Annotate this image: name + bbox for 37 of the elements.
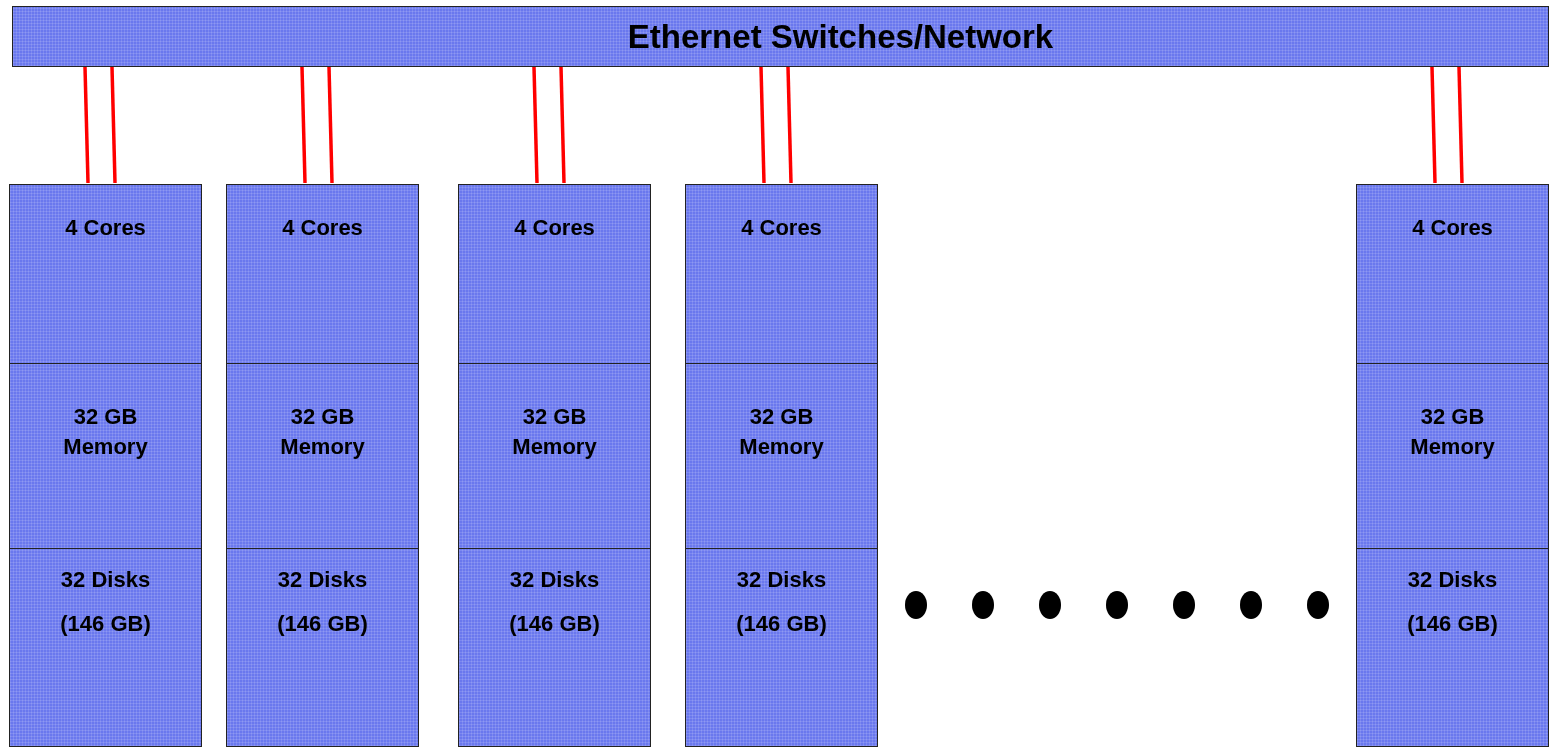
cell-label: 32 Disks xyxy=(276,566,369,594)
network-label: Ethernet Switches/Network xyxy=(627,17,1054,56)
network-cable xyxy=(300,66,307,184)
network-cable xyxy=(786,66,793,184)
cell-label: 32 GB Memory xyxy=(738,403,825,461)
cell-label: 32 Disks xyxy=(508,566,601,594)
cell-label: (146 GB) xyxy=(276,610,369,638)
cell-label: 4 Cores xyxy=(740,214,823,242)
cell-label: 4 Cores xyxy=(1411,214,1494,242)
server-node-box xyxy=(1356,184,1549,747)
server-node-box xyxy=(226,184,419,747)
cell-label: 32 GB Memory xyxy=(62,403,149,461)
network-cable xyxy=(1430,66,1437,184)
network-cable xyxy=(327,66,334,184)
cell-label: 32 GB Memory xyxy=(511,403,598,461)
cell-label: 32 GB Memory xyxy=(1409,403,1496,461)
cell-label: 32 Disks xyxy=(1406,566,1499,594)
network-cable xyxy=(759,66,766,184)
cell-label: 32 Disks xyxy=(59,566,152,594)
server-node-box xyxy=(685,184,878,747)
network-bar xyxy=(12,6,1549,67)
network-cable xyxy=(532,66,539,184)
network-cable xyxy=(110,66,117,184)
cell-label: 32 Disks xyxy=(735,566,828,594)
server-node-box xyxy=(458,184,651,747)
cell-label: (146 GB) xyxy=(1406,610,1499,638)
cell-label: 4 Cores xyxy=(513,214,596,242)
cell-label: (146 GB) xyxy=(735,610,828,638)
network-cable xyxy=(1457,66,1464,184)
cell-label: 32 GB Memory xyxy=(279,403,366,461)
cell-label: (146 GB) xyxy=(59,610,152,638)
cell-label: (146 GB) xyxy=(508,610,601,638)
network-cable xyxy=(83,66,90,184)
cell-label: 4 Cores xyxy=(64,214,147,242)
cell-label: 4 Cores xyxy=(281,214,364,242)
network-cable xyxy=(559,66,566,184)
server-node-box xyxy=(9,184,202,747)
